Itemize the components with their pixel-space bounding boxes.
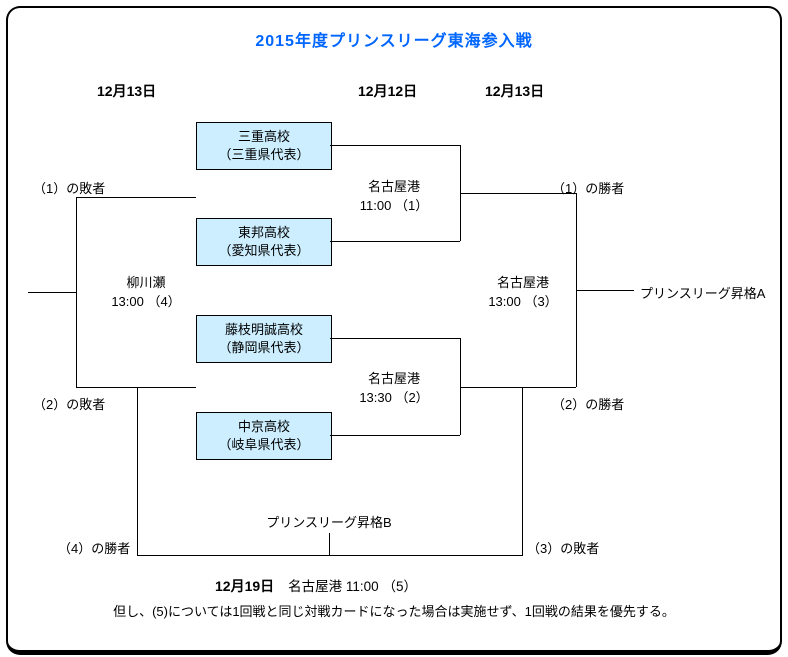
label-promotion-b: プリンスリーグ昇格B: [266, 515, 392, 530]
round-date-left: 12月13日: [97, 83, 157, 99]
label-winner-4: （4）の勝者: [58, 541, 131, 556]
match-3-info: 名古屋港 13:00 （3）: [467, 273, 579, 311]
match-4-info: 柳川瀬 13:00 （4）: [90, 273, 202, 311]
match-2-info: 名古屋港 13:30 （2）: [338, 369, 450, 407]
match-time: 11:00 （1）: [359, 198, 429, 213]
round-date-right: 12月13日: [485, 83, 545, 99]
team-box-mie: 三重高校 （三重県代表）: [196, 122, 332, 170]
team-name: 中京高校: [237, 419, 290, 434]
team-name: 藤枝明誠高校: [224, 322, 303, 337]
team-representative: （三重県代表）: [218, 147, 310, 162]
bracket-line-loser2: [76, 387, 196, 388]
bracket-line-team1: [330, 145, 460, 146]
match-time: 13:00 （3）: [488, 294, 558, 309]
bracket-vline-match3: [576, 193, 577, 387]
label-loser-2: （2）の敗者: [33, 397, 106, 412]
bracket-frame: [6, 6, 782, 655]
page-title: 2015年度プリンスリーグ東海参入戦: [255, 33, 533, 50]
bracket-line-match5-base: [137, 555, 523, 556]
team-name: 三重高校: [237, 129, 290, 144]
bracket-vline-match2: [460, 338, 461, 435]
team-box-toho: 東邦高校 （愛知県代表）: [196, 218, 332, 266]
label-winner-2: （2）の勝者: [552, 397, 625, 412]
final-match-details: 名古屋港 11:00 （5）: [288, 579, 417, 594]
bracket-vline-winner4-drop: [137, 387, 138, 555]
match-venue: 柳川瀬: [126, 275, 166, 290]
label-loser-3: （3）の敗者: [527, 541, 600, 556]
match-1-info: 名古屋港 11:00 （1）: [338, 177, 450, 215]
bracket-line-promotion-a: [576, 290, 634, 291]
team-box-chukyo: 中京高校 （岐阜県代表）: [196, 412, 332, 460]
bracket-line-team2: [330, 241, 460, 242]
final-match-date: 12月19日: [215, 578, 275, 594]
bracket-line-team4: [330, 435, 460, 436]
match-time: 13:00 （4）: [111, 294, 181, 309]
label-loser-1: （1）の敗者: [33, 181, 106, 196]
match-venue: 名古屋港: [496, 275, 549, 290]
footnote: 但し、(5)については1回戦と同じ対戦カードになった場合は実施せず、1回戦の結果…: [113, 604, 675, 619]
bracket-vline-match4: [76, 197, 77, 387]
team-representative: （静岡県代表）: [218, 340, 310, 355]
bracket-line-team3: [330, 338, 460, 339]
label-promotion-a: プリンスリーグ昇格A: [640, 286, 766, 301]
bracket-line-match2-out: [460, 387, 576, 388]
label-winner-1: （1）の勝者: [552, 181, 625, 196]
round-date-center: 12月12日: [358, 83, 418, 99]
team-representative: （岐阜県代表）: [218, 437, 310, 452]
match-time: 13:30 （2）: [359, 390, 429, 405]
bracket-vline-match1: [460, 145, 461, 241]
bracket-line-match4-out: [28, 292, 76, 293]
match-venue: 名古屋港: [367, 371, 420, 386]
final-match-line: 12月19日名古屋港 11:00 （5）: [215, 575, 417, 596]
bracket-vline-loser3-drop: [522, 387, 523, 555]
match-venue: 名古屋港: [367, 179, 420, 194]
bracket-line-loser1: [76, 197, 196, 198]
bracket-line-match1-out: [460, 193, 576, 194]
team-representative: （愛知県代表）: [218, 243, 310, 258]
team-box-fujieda: 藤枝明誠高校 （静岡県代表）: [196, 315, 332, 363]
bracket-vline-promotion-b: [329, 533, 330, 555]
team-name: 東邦高校: [237, 225, 290, 240]
